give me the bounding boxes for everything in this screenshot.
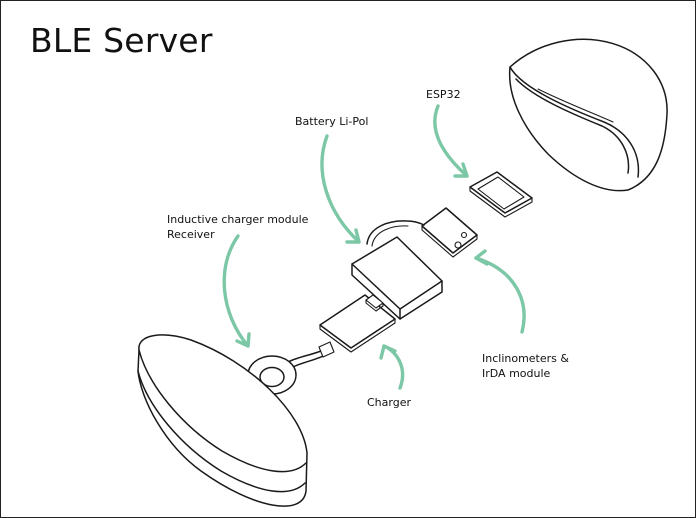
esp32-chip bbox=[469, 171, 533, 218]
coil-cable bbox=[287, 341, 335, 368]
label-inductive-charger: Inductive charger module Receiver bbox=[167, 212, 308, 242]
battery-wire bbox=[366, 220, 425, 245]
label-inclinometers-line-1: Inclinometers & bbox=[482, 352, 569, 365]
label-battery: Battery Li-Pol bbox=[295, 115, 369, 128]
label-inclinometers: Inclinometers & IrDA module bbox=[482, 351, 569, 381]
arrow-to-charger bbox=[379, 344, 405, 390]
label-inductive-line-2: Receiver bbox=[167, 228, 215, 241]
arrow-to-inclinometer-board bbox=[474, 249, 526, 334]
battery bbox=[351, 236, 443, 320]
inclinometer-board bbox=[421, 207, 478, 258]
charger-board bbox=[319, 294, 396, 353]
top-shell bbox=[508, 38, 668, 192]
arrow-to-receiver-coil bbox=[222, 234, 251, 348]
bottom-base bbox=[137, 334, 308, 507]
arrow-to-esp32 bbox=[433, 104, 469, 178]
label-inclinometers-line-2: IrDA module bbox=[482, 367, 551, 380]
label-esp32: ESP32 bbox=[426, 88, 461, 101]
arrow-to-battery bbox=[320, 134, 361, 244]
diagram-title: BLE Server bbox=[30, 21, 213, 60]
label-charger: Charger bbox=[367, 396, 411, 409]
label-inductive-line-1: Inductive charger module bbox=[167, 213, 309, 226]
